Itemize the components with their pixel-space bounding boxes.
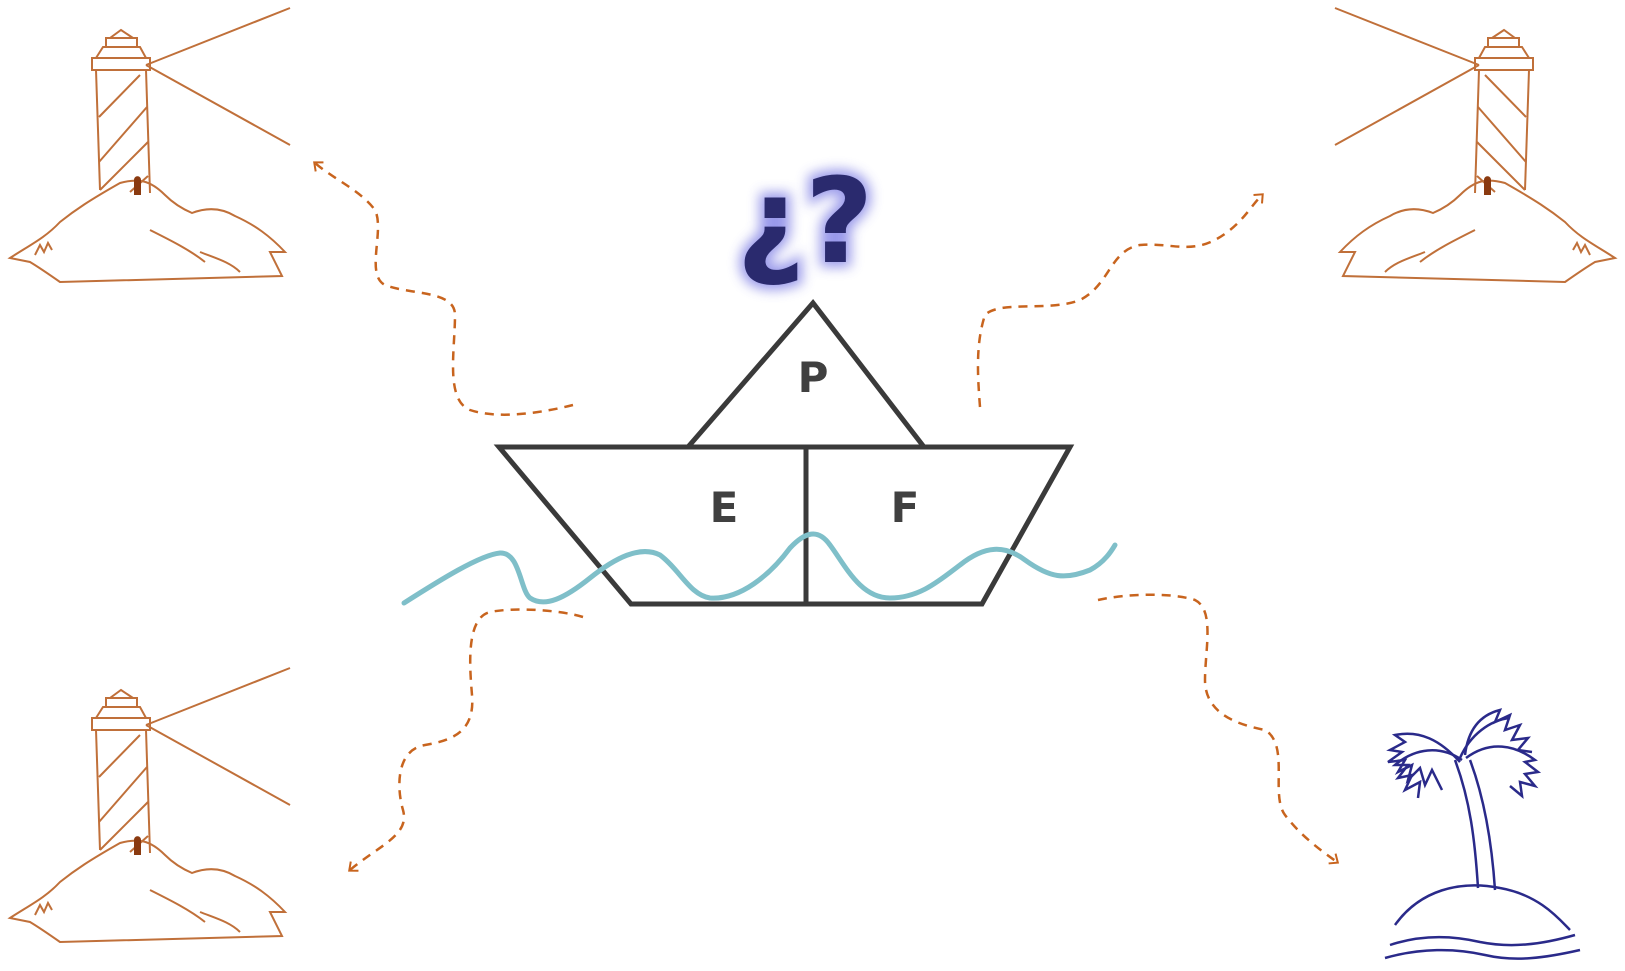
lighthouse-icon [9,667,291,943]
water-wave [401,531,1118,606]
dashed-path-bottom-left [348,608,584,872]
palm-island-icon [1384,708,1581,960]
paper-boat [493,299,1075,607]
boat-sail [686,299,926,449]
dashed-path-bottom-right [1097,593,1340,865]
sail-label: P [798,353,829,402]
dashed-path-top-left [313,161,574,416]
lighthouse-icon [9,7,291,283]
dashed-path-top-right [976,193,1264,408]
boat-hull [493,444,1075,607]
question-mark-glow: ¿? [737,152,874,290]
question-mark-text: ¿? [737,152,874,290]
question-mark: ¿? ¿? [732,147,879,295]
right-hull-label: F [891,483,920,532]
dashed-path-group [313,161,1340,872]
left-hull-label: E [710,483,739,532]
lighthouse-icon [1334,7,1616,283]
